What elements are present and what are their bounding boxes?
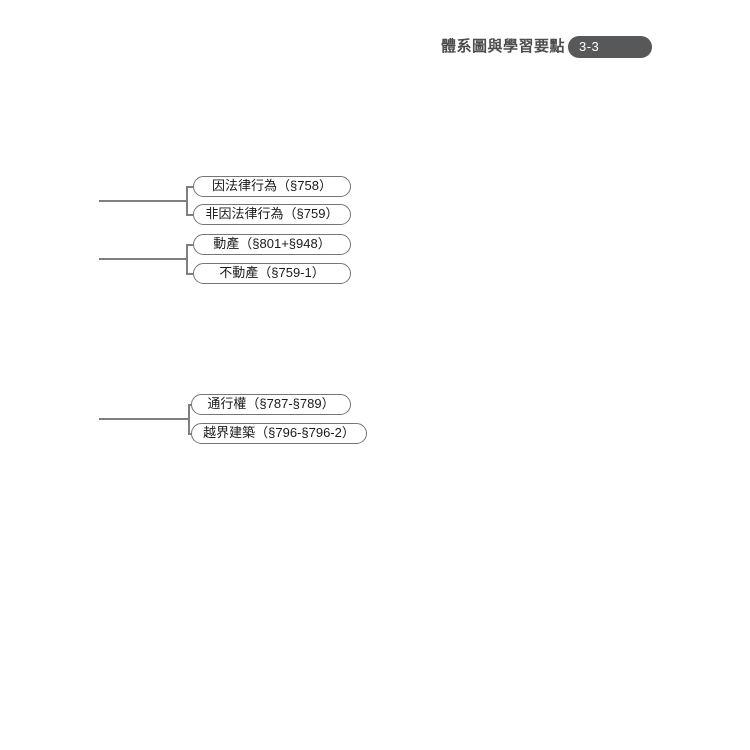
connector-bracket-line (188, 404, 190, 435)
diagram-node: 通行權（§787-§789） (191, 394, 351, 415)
connector-stub-line (186, 214, 193, 216)
diagram-node: 越界建築（§796-§796-2） (191, 423, 367, 444)
diagram-node: 不動產（§759-1） (193, 263, 351, 284)
diagram-node: 因法律行為（§758） (193, 176, 351, 197)
connector-stub-line (186, 244, 193, 246)
diagram-node: 動產（§801+§948） (193, 234, 351, 255)
diagram-node: 非因法律行為（§759） (193, 204, 351, 225)
connector-bracket-line (186, 244, 188, 274)
connector-trunk-line (99, 200, 186, 202)
connector-bracket-line (186, 186, 188, 216)
connector-trunk-line (99, 258, 186, 260)
connector-trunk-line (99, 418, 188, 420)
connector-stub-line (188, 404, 193, 406)
connector-stub-line (188, 433, 193, 435)
page-header-title: 體系圖與學習要點 (440, 38, 565, 55)
connector-stub-line (186, 186, 193, 188)
connector-stub-line (186, 273, 193, 275)
page-number-badge: 3-3 (568, 36, 652, 58)
